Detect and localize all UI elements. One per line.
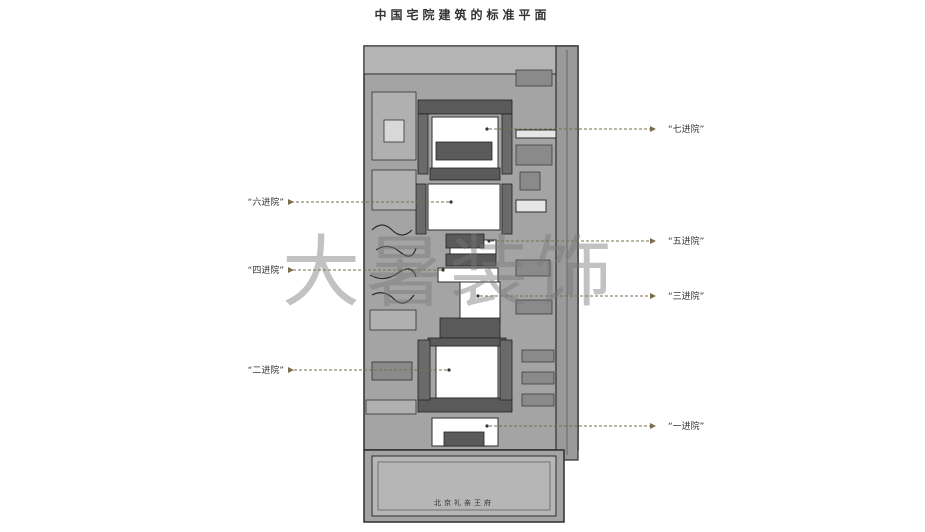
callout-3: “三进院” [668, 290, 704, 302]
leader-lines [288, 126, 656, 429]
courtyard-6 [427, 183, 501, 231]
courtyard-3 [459, 281, 501, 325]
page-title: 中国宅院建筑的标准平面 [374, 8, 551, 22]
courtyard-4 [437, 267, 499, 283]
callout-6: “六进院” [248, 196, 284, 208]
callout-2: “二进院” [248, 364, 284, 376]
callout-5: “五进院” [668, 235, 704, 247]
courtyard-2 [435, 345, 499, 399]
callout-7: “七进院” [668, 123, 704, 135]
plan-caption: 北京礼亲王府 [434, 498, 494, 507]
callout-4: “四进院” [248, 264, 284, 276]
buildings [415, 99, 513, 447]
callout-1: “一进院” [668, 420, 704, 432]
east-side-houses [515, 69, 555, 407]
courtyard-markers [441, 127, 491, 428]
west-garden [365, 91, 417, 415]
